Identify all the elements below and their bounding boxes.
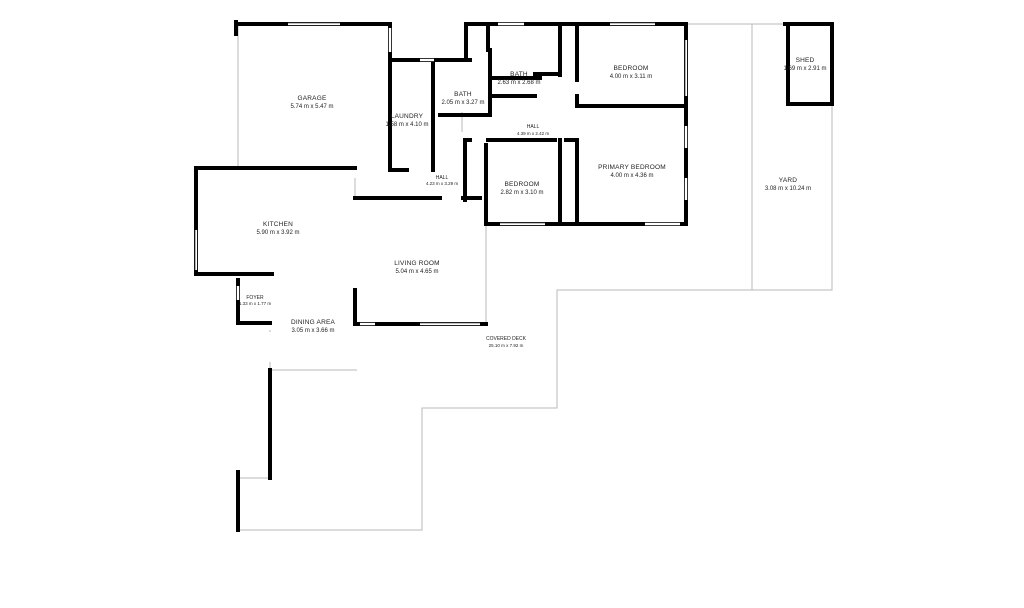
kitchen-dims: 5.90 m x 3.92 m xyxy=(256,230,299,236)
hall1-dims: 4.39 m x 2.42 m xyxy=(517,131,550,136)
foyer-label: FOYER xyxy=(246,295,264,301)
yard-dims: 3.08 m x 10.24 m xyxy=(765,186,811,192)
bath2-label: BATH xyxy=(510,71,528,78)
walls xyxy=(194,20,834,532)
dining-area-label: DINING AREA xyxy=(291,319,336,326)
foyer-dims: 1.33 m x 1.77 m xyxy=(239,301,272,306)
yard-label: YARD xyxy=(779,177,797,184)
shed-dims: 1.69 m x 2.91 m xyxy=(783,66,826,72)
hall2-dims: 4.23 m x 3.29 m xyxy=(426,181,459,186)
bedroom2-dims: 2.82 m x 3.10 m xyxy=(500,190,543,196)
kitchen-label: KITCHEN xyxy=(263,221,293,228)
bath1-dims: 2.05 m x 3.27 m xyxy=(441,100,484,106)
primary-bedroom-dims: 4.00 m x 4.36 m xyxy=(610,173,653,179)
window-sills xyxy=(194,22,688,326)
bedroom1-dims: 4.00 m x 3.11 m xyxy=(610,74,653,80)
bath1-label: BATH xyxy=(454,91,472,98)
hall2-label: HALL xyxy=(436,175,449,181)
bedroom2-label: BEDROOM xyxy=(505,181,540,188)
garage-dims: 5.74 m x 5.47 m xyxy=(290,104,333,110)
outline-lines xyxy=(237,23,833,531)
windows xyxy=(194,22,688,366)
living-room-label: LIVING ROOM xyxy=(394,260,440,267)
shed-label: SHED xyxy=(796,57,815,64)
living-room-dims: 5.04 m x 4.65 m xyxy=(395,269,438,275)
covered-deck-dims: 25.10 m x 7.92 m xyxy=(489,343,524,348)
covered-deck-label: COVERED DECK xyxy=(486,336,527,342)
bath2-dims: 2.63 m x 2.68 m xyxy=(497,80,540,86)
bedroom1-label: BEDROOM xyxy=(614,65,649,72)
garage-label: GARAGE xyxy=(297,95,326,102)
laundry-dims: 1.58 m x 4.10 m xyxy=(385,122,428,128)
laundry-label: LAUNDRY xyxy=(391,113,424,120)
room-labels: GARAGE 5.74 m x 5.47 m LAUNDRY 1.58 m x … xyxy=(239,57,827,348)
dining-area-dims: 3.05 m x 3.66 m xyxy=(291,328,334,334)
hall1-label: HALL xyxy=(527,124,540,130)
primary-bedroom-label: PRIMARY BEDROOM xyxy=(598,164,666,171)
